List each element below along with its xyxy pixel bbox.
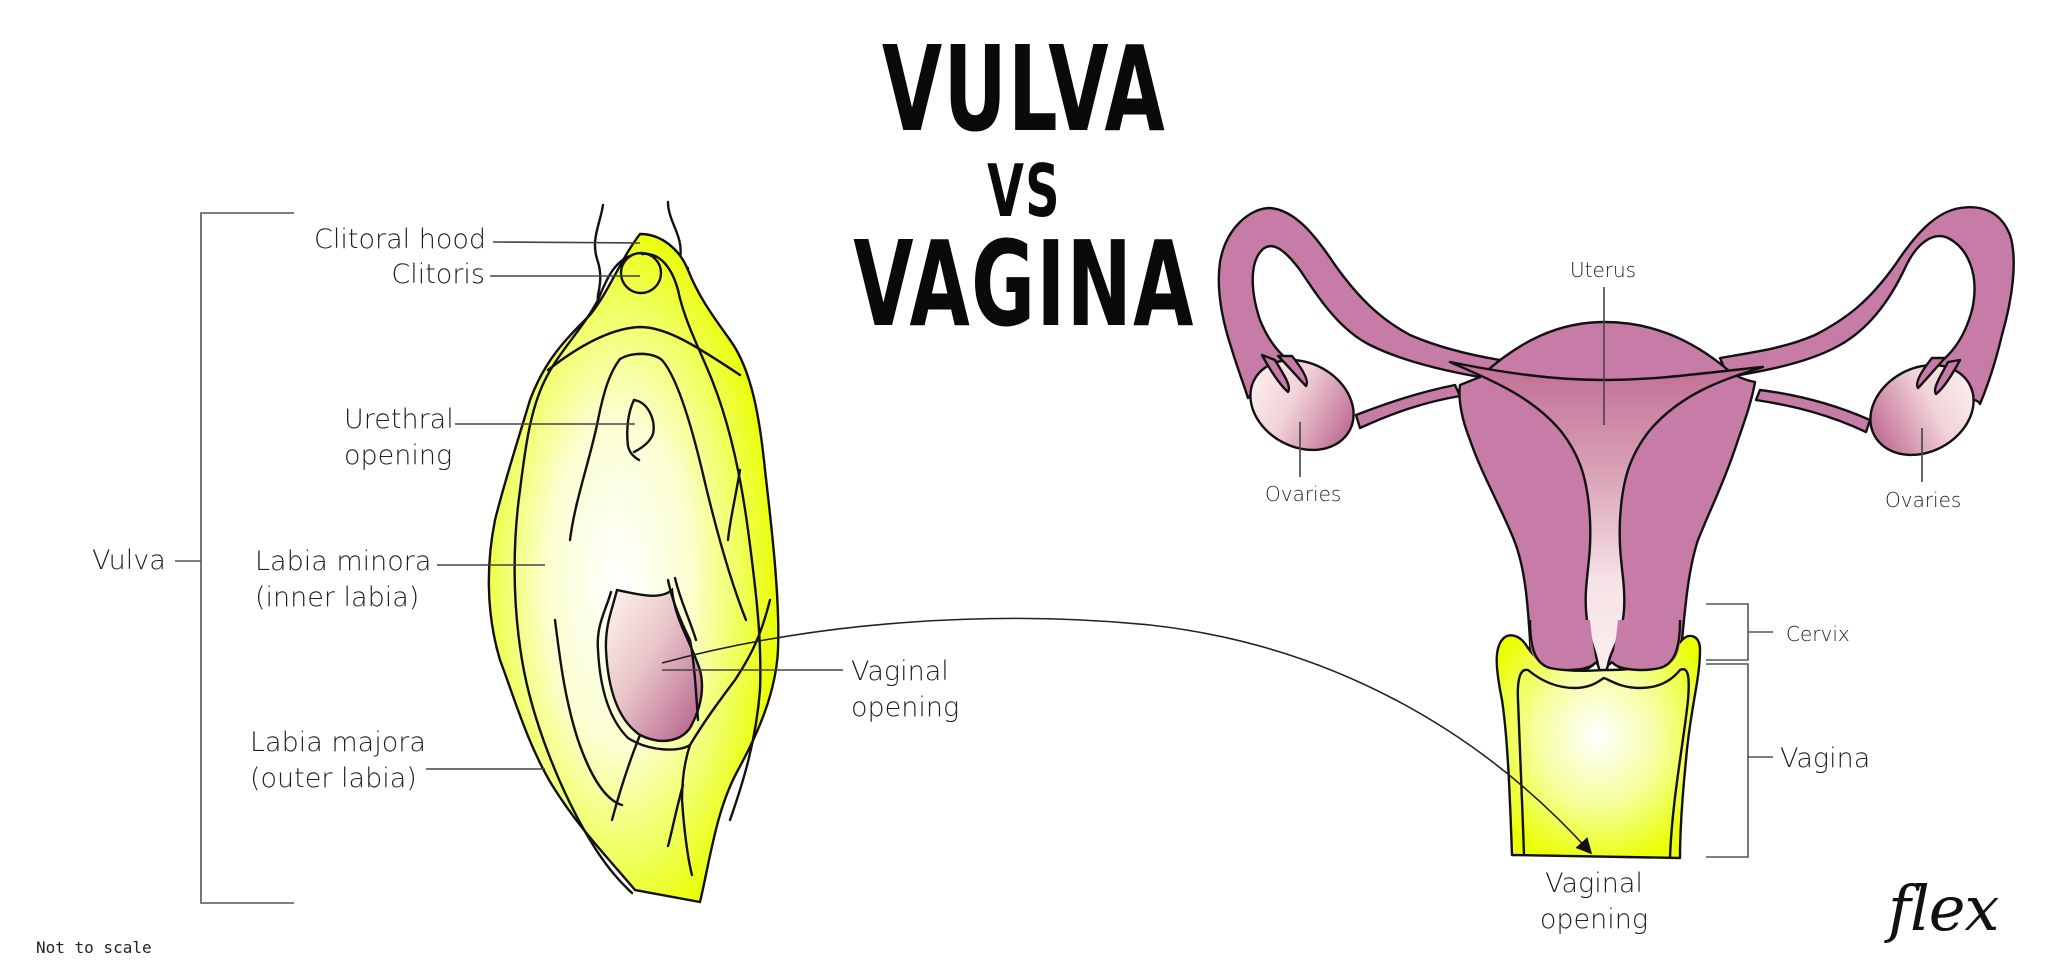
connector-arrow <box>661 617 1593 855</box>
label-ovaries-left: Ovaries <box>1265 482 1342 506</box>
label-vagina-vaginal-opening: Vaginal opening <box>1535 866 1653 938</box>
not-to-scale-note: Not to scale <box>36 938 152 957</box>
label-vulva-vaginal-opening: Vaginal opening <box>851 654 959 726</box>
label-vaginal-opening-line2: opening <box>851 692 960 723</box>
label-clitoris: Clitoris <box>391 259 485 290</box>
label-labia-majora-line2: (outer labia) <box>250 763 417 794</box>
vagina-bracket <box>1706 663 1773 858</box>
label-labia-minora-line1: Labia minora <box>255 546 432 577</box>
right-ovary-shape <box>1869 363 1975 457</box>
label-vaginal-opening-2-line2: opening <box>1539 904 1649 935</box>
title-line-vulva: VULVA <box>881 20 1167 158</box>
clitoris-shape <box>619 251 663 295</box>
label-urethral-opening: Urethral opening <box>344 402 454 474</box>
label-labia-majora: Labia majora (outer labia) <box>250 725 426 797</box>
title-line-vs: VS <box>987 149 1061 233</box>
label-labia-minora: Labia minora (inner labia) <box>255 544 431 616</box>
labia-majora-outline <box>487 232 780 904</box>
flex-logo: flex <box>1888 872 1999 945</box>
label-clitoral-hood: Clitoral hood <box>314 224 486 255</box>
cervix-bracket <box>1706 603 1773 661</box>
uterus-leader-lines <box>1299 287 1923 482</box>
vulva-bracket <box>175 212 294 904</box>
vaginal-opening-shape <box>604 587 704 743</box>
vulva-leader-lines <box>426 241 843 770</box>
label-vaginal-opening-line1: Vaginal <box>851 656 949 687</box>
label-ovaries-right: Ovaries <box>1885 488 1962 512</box>
uterine-cavity-shape <box>1448 360 1765 674</box>
label-uterus: Uterus <box>1570 258 1637 282</box>
label-vaginal-opening-2-line1: Vaginal <box>1545 868 1643 899</box>
vulva-illustration <box>487 200 780 904</box>
label-vulva: Vulva <box>92 545 166 576</box>
left-ovary-shape <box>1249 358 1355 452</box>
label-vagina: Vagina <box>1780 743 1871 774</box>
label-cervix: Cervix <box>1786 622 1850 646</box>
label-urethral-line2: opening <box>344 440 453 471</box>
label-labia-majora-line1: Labia majora <box>250 727 426 758</box>
label-urethral-line1: Urethral <box>344 404 454 435</box>
label-labia-minora-line2: (inner labia) <box>255 582 420 613</box>
title-line-vagina: VAGINA <box>853 215 1195 353</box>
vagina-illustration <box>1495 619 1702 860</box>
uterus-illustration <box>1217 206 2015 675</box>
vaginal-canal-shape <box>1495 634 1702 860</box>
